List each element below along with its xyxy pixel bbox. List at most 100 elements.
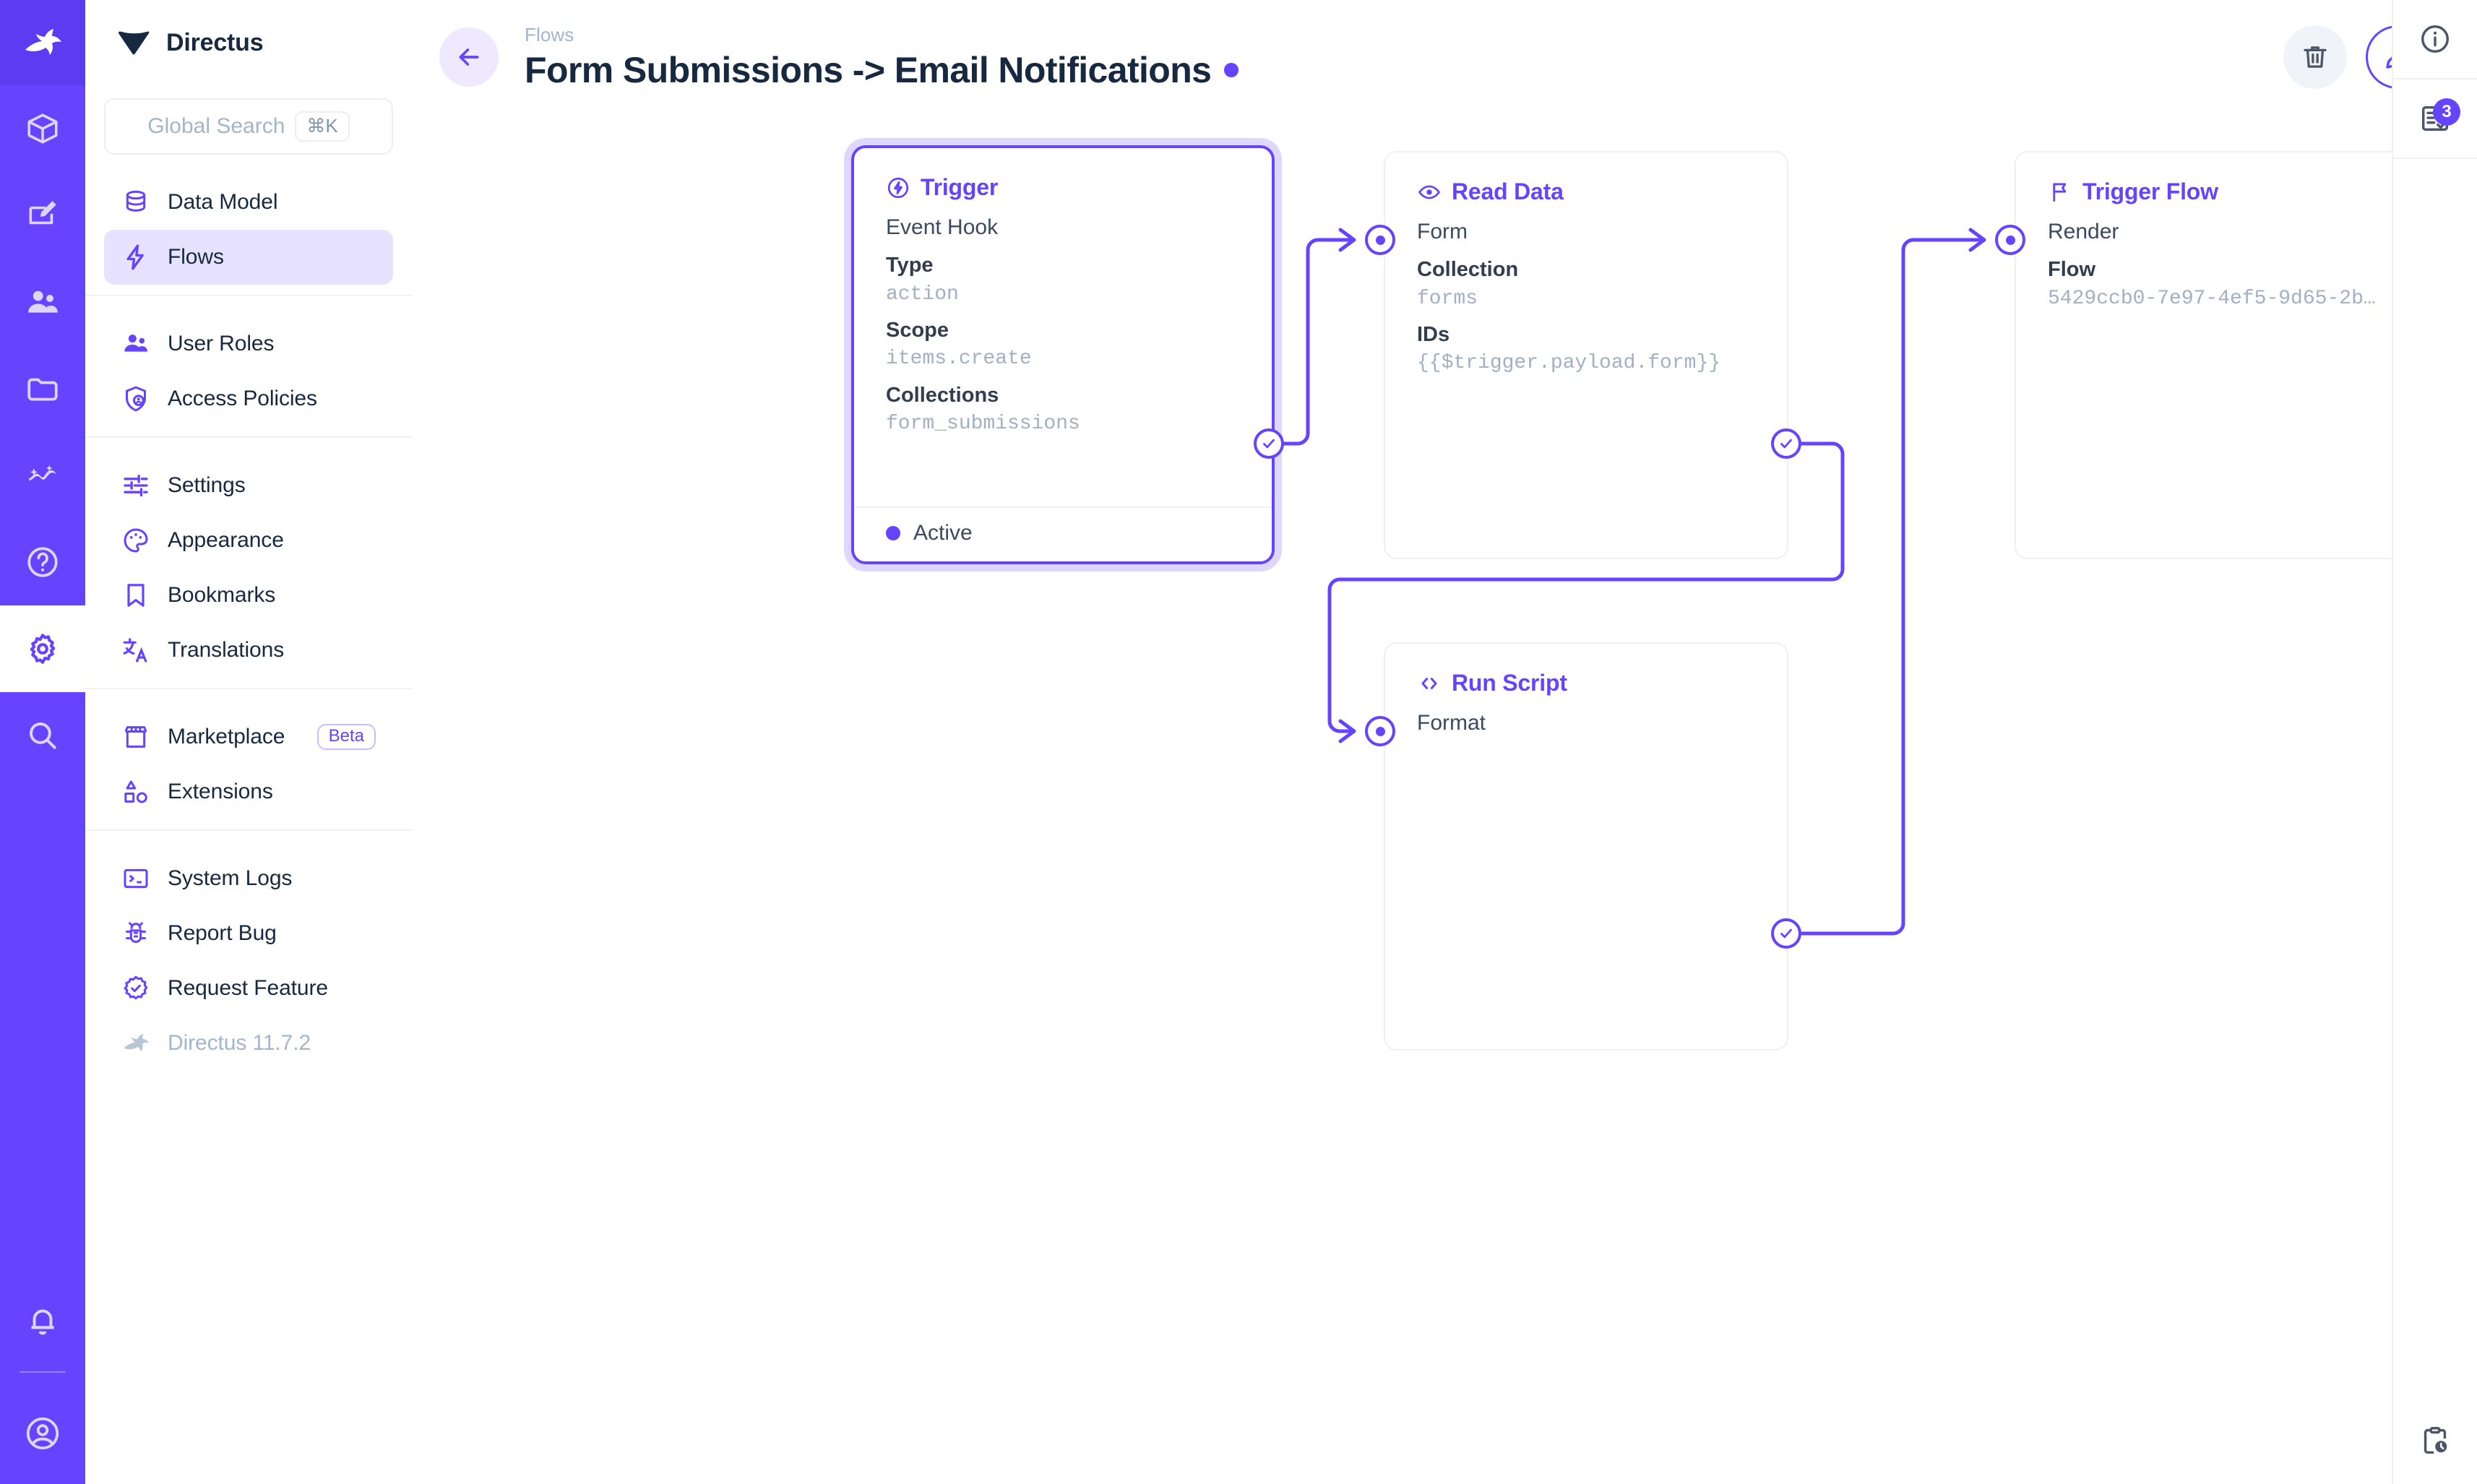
sidebar-item-flows[interactable]: Flows	[104, 230, 393, 285]
sidebar-item-label: Marketplace	[168, 725, 285, 749]
eye-icon	[1418, 185, 1441, 199]
field-key: Collection	[1417, 258, 1519, 281]
flow-node-trigger-flow-render[interactable]: Trigger Flow Render Flow 5429ccb0-7e97-4…	[2015, 151, 2419, 559]
directus-logo-button[interactable]	[0, 0, 85, 85]
arrowhead	[1968, 228, 1986, 252]
nav-group-support: System Logs Report Bug	[85, 829, 412, 1071]
storefront-icon	[121, 722, 150, 751]
title-block: Flows Form Submissions -> Email Notifica…	[525, 23, 1239, 91]
account-icon	[26, 1417, 59, 1450]
node-port-input-read-data[interactable]	[1365, 225, 1395, 255]
node-name: Event Hook	[886, 215, 999, 239]
rail-item-editor[interactable]	[0, 172, 85, 259]
sidebar-item-label: Settings	[168, 473, 246, 497]
info-panel-button[interactable]	[2392, 0, 2477, 79]
flow-node-read-data[interactable]: Read Data Form Collection forms IDs {{$t…	[1384, 151, 1788, 559]
flow-canvas[interactable]: Trigger Event Hook Type action Scope ite…	[412, 114, 2477, 1484]
node-footer: Active	[854, 506, 1272, 561]
sidebar-item-access-policies[interactable]: Access Policies	[104, 371, 393, 426]
settings-gear-icon	[30, 634, 56, 664]
shapes-icon	[121, 777, 150, 806]
main-content: Flows Form Submissions -> Email Notifica…	[412, 0, 2477, 1484]
sidebar-item-label: Flows	[168, 245, 224, 269]
sidebar-item-report-bug[interactable]: Report Bug	[104, 906, 393, 961]
sidebar-item-data-model[interactable]: Data Model	[104, 175, 393, 230]
search-placeholder: Global Search	[147, 114, 285, 138]
sidebar-item-translations[interactable]: Translations	[104, 623, 393, 678]
node-body: Format	[1385, 696, 1787, 739]
project-name: Directus	[166, 28, 264, 56]
activity-count-badge: 3	[2433, 98, 2460, 126]
sidebar-item-label: Report Bug	[168, 921, 277, 945]
check-icon	[1263, 439, 1275, 449]
sidebar-item-system-logs[interactable]: System Logs	[104, 851, 393, 906]
node-port-output-read-data[interactable]	[1771, 428, 1801, 459]
field-value: items.create	[886, 348, 1032, 371]
activity-panel-button[interactable]: 3	[2392, 79, 2477, 159]
feature-check-icon	[121, 974, 150, 1003]
flow-logs-button[interactable]	[2392, 1397, 2477, 1484]
arrowhead	[1338, 228, 1356, 252]
field-key: Scope	[886, 318, 949, 342]
status-badge	[1224, 62, 1239, 77]
search-input[interactable]: Global Search ⌘K	[104, 98, 393, 155]
node-type-label: Trigger	[921, 174, 999, 200]
sidebar-item-marketplace[interactable]: Marketplace Beta	[104, 709, 393, 764]
nav-group-users: User Roles Access Policies	[85, 295, 412, 426]
flow-node-run-script[interactable]: Run Script Format	[1384, 642, 1788, 1051]
node-header: Trigger	[854, 148, 1272, 201]
rail-item-account[interactable]	[0, 1383, 85, 1484]
flag-icon	[2053, 183, 2067, 202]
rail-item-help[interactable]	[0, 519, 85, 605]
database-icon	[121, 188, 150, 217]
rail-item-insights[interactable]	[0, 432, 85, 519]
folder-icon	[27, 378, 58, 401]
sidebar-item-appearance[interactable]: Appearance	[104, 513, 393, 568]
sidebar-item-settings[interactable]: Settings	[104, 458, 393, 513]
sidebar-item-version[interactable]: Directus 11.7.2	[104, 1016, 393, 1071]
delete-flow-button[interactable]	[2283, 25, 2347, 89]
project-logo-icon	[119, 31, 150, 55]
active-status-label: Active	[913, 521, 973, 545]
node-body: Form Collection forms IDs {{$trigger.pay…	[1385, 205, 1787, 378]
back-button[interactable]	[439, 27, 499, 87]
sidebar-item-bookmarks[interactable]: Bookmarks	[104, 568, 393, 623]
content-box-icon	[27, 113, 58, 144]
sidebar-item-label: Bookmarks	[168, 583, 276, 607]
breadcrumb[interactable]: Flows	[525, 23, 574, 46]
search-icon	[29, 722, 56, 749]
rail-item-settings[interactable]	[0, 605, 85, 692]
translate-icon	[121, 636, 150, 665]
insights-icon	[29, 465, 56, 481]
sidebar-item-label: Translations	[168, 638, 285, 662]
port-core	[1375, 726, 1385, 736]
rail-item-content[interactable]	[0, 85, 85, 172]
title-row: Form Submissions -> Email Notifications	[525, 49, 1239, 91]
version-label: Directus 11.7.2	[168, 1031, 311, 1055]
project-header[interactable]: Directus	[85, 0, 412, 85]
check-icon	[1780, 439, 1792, 449]
flow-node-trigger[interactable]: Trigger Event Hook Type action Scope ite…	[851, 145, 1275, 564]
edit-square-icon	[29, 201, 56, 225]
port-core	[1375, 235, 1385, 245]
nav-group-configuration: Settings Appearance	[85, 436, 412, 678]
sidebar-item-request-feature[interactable]: Request Feature	[104, 961, 393, 1016]
rail-item-user-directory[interactable]	[0, 259, 85, 345]
sidebar-item-label: Appearance	[168, 528, 284, 552]
field-key: Type	[886, 254, 934, 277]
rail-item-notifications[interactable]	[0, 1277, 85, 1364]
node-port-output-trigger[interactable]	[1254, 428, 1284, 459]
node-type-label: Trigger Flow	[2082, 178, 2218, 204]
node-port-input-run-script[interactable]	[1365, 716, 1395, 746]
node-port-input-trigger-flow-render[interactable]	[1995, 225, 2025, 255]
sidebar-item-extensions[interactable]: Extensions	[104, 764, 393, 819]
rail-item-file-library[interactable]	[0, 345, 85, 432]
sidebar-item-label: User Roles	[168, 332, 275, 355]
palette-icon	[121, 526, 150, 555]
rail-item-search[interactable]	[0, 692, 85, 779]
sidebar-item-user-roles[interactable]: User Roles	[104, 316, 393, 371]
node-header: Read Data	[1385, 152, 1787, 205]
node-header: Run Script	[1385, 644, 1787, 696]
field-value: form_submissions	[886, 413, 1080, 436]
node-port-output-run-script[interactable]	[1771, 918, 1801, 949]
